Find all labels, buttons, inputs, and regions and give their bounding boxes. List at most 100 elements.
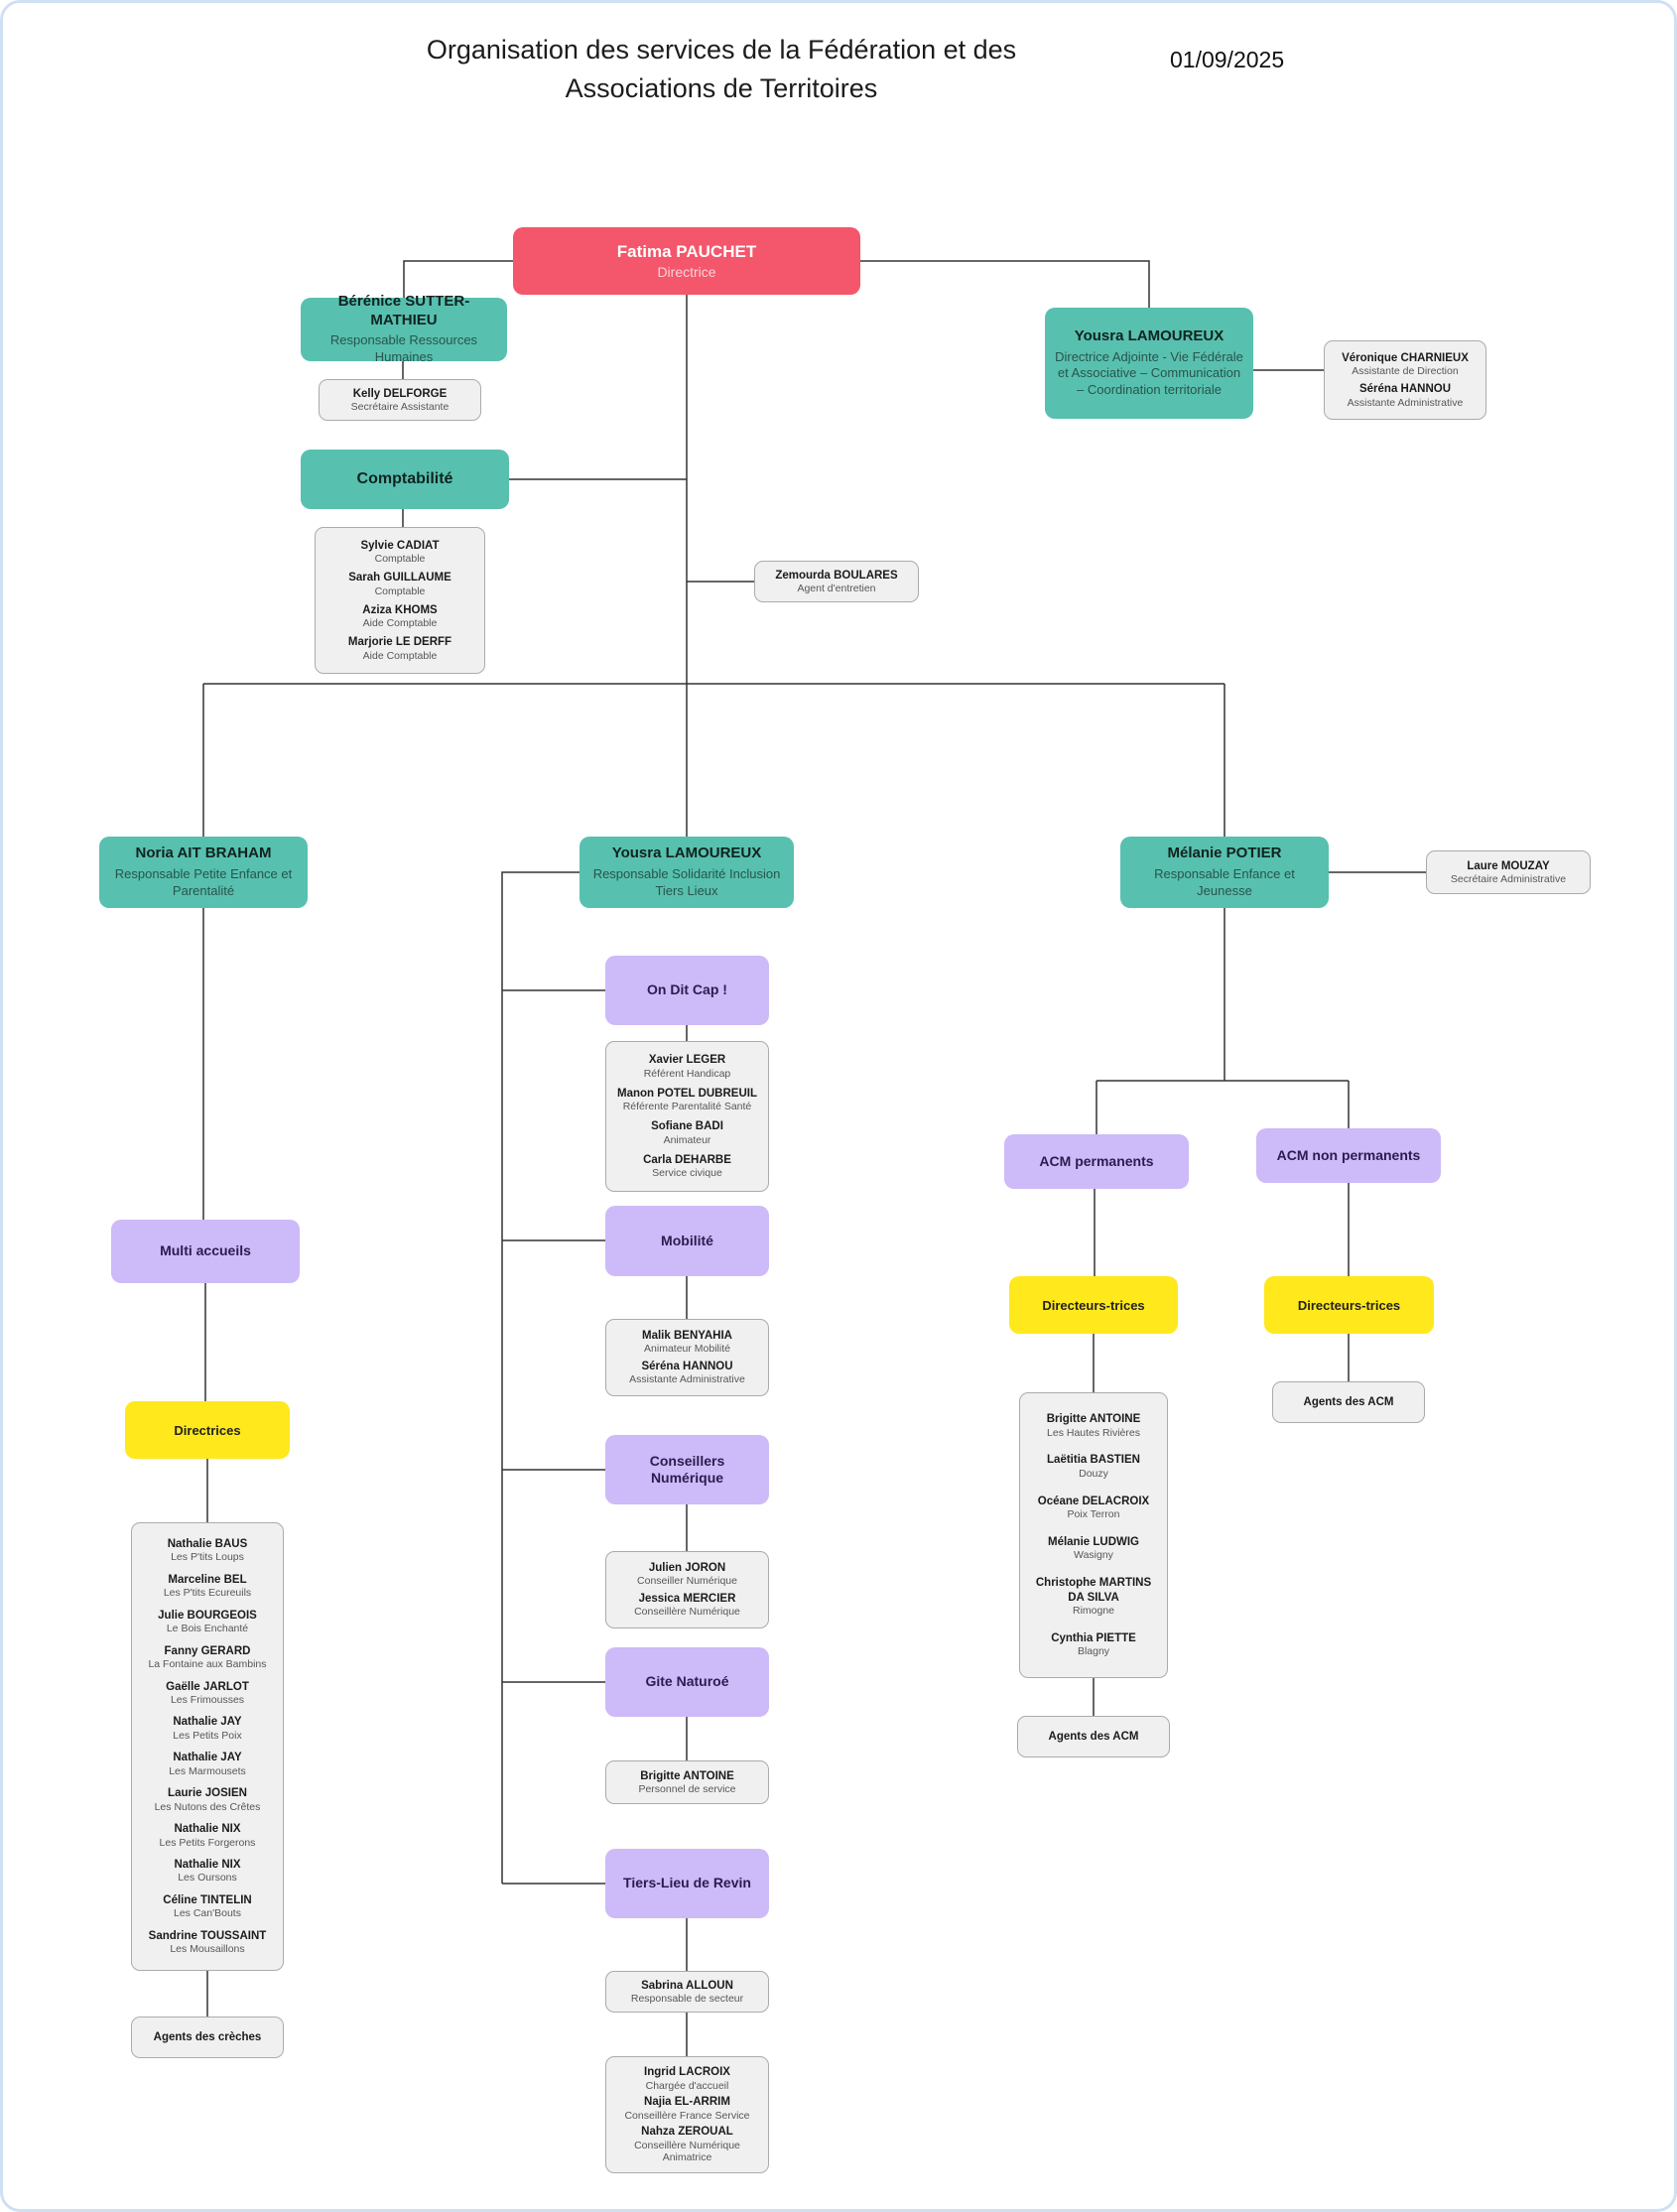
staff-member: Carla DEHARBE Service civique (643, 1152, 731, 1181)
staff-name: Malik BENYAHIA (642, 1330, 732, 1343)
staff-name: Christophe MARTINS DA SILVA (1035, 1577, 1152, 1604)
staff-role: Aide Comptable (362, 649, 438, 662)
staff-role: Blagny (1077, 1645, 1110, 1658)
person-name: Bérénice SUTTER-MATHIEU (337, 292, 470, 328)
role-label: Agents des ACM (1048, 1730, 1139, 1743)
staff-member: Julie BOURGEOIS Le Bois Enchanté (158, 1608, 257, 1636)
staff-role: Animateur (663, 1133, 711, 1146)
staff-member: Sylvie CADIAT Comptable (360, 538, 439, 567)
org-node-solidarite: Yousra LAMOUREUX Responsable Solidarité … (580, 837, 794, 908)
service-gite-naturoe: Gite Naturoé (605, 1647, 769, 1717)
role-label: Directeurs-trices (1042, 1297, 1145, 1313)
person-role: Responsable Enfance et Jeunesse (1154, 865, 1295, 898)
staff-role: Les Can'Bouts (174, 1907, 241, 1920)
staff-name: Nathalie BAUS (167, 1537, 248, 1550)
service-label: Conseillers Numérique (649, 1452, 725, 1487)
staff-member: Gaëlle JARLOT Les Frimousses (166, 1679, 249, 1708)
staff-role: Rimogne (1072, 1604, 1115, 1617)
role-label: Directeurs-trices (1297, 1297, 1401, 1313)
staff-role: Comptable (374, 585, 426, 597)
staff-role: La Fontaine aux Bambins (148, 1658, 267, 1671)
staff-name: Mélanie LUDWIG (1047, 1535, 1139, 1548)
staff-name: Marjorie LE DERFF (347, 636, 452, 649)
staff-name: Séréna HANNOU (641, 1361, 733, 1372)
staff-name: Laurie JOSIEN (168, 1787, 247, 1800)
staff-name: Xavier LEGER (648, 1054, 726, 1067)
org-node-rh: Bérénice SUTTER-MATHIEU Responsable Ress… (301, 293, 507, 364)
staff-role: Assistante de Direction (1352, 365, 1459, 378)
staff-role: Les Hautes Rivières (1047, 1426, 1140, 1439)
staff-role: Secrétaire Assistante (350, 400, 450, 413)
staff-member: Sandrine TOUSSAINT Les Mousaillons (149, 1928, 267, 1957)
role-directrices: Directrices (125, 1401, 290, 1459)
role-agents-acm-non-permanents: Agents des ACM (1272, 1381, 1425, 1423)
staff-member: Najia EL-ARRIM Conseillère France Servic… (624, 2094, 749, 2123)
role-directeurs-non-permanents: Directeurs-trices (1264, 1276, 1434, 1334)
staff-name: Céline TINTELIN (163, 1894, 252, 1906)
staff-list-direction: Véronique CHARNIEUX Assistante de Direct… (1324, 340, 1486, 420)
staff-member: Nathalie NIX Les Oursons (174, 1857, 240, 1886)
staff-role: Aide Comptable (362, 617, 438, 630)
staff-name: Manon POTEL DUBREUIL (617, 1087, 757, 1100)
staff-role: Les Petits Forgerons (159, 1836, 256, 1849)
staff-name: Nathalie NIX (174, 1859, 241, 1872)
staff-member: Jessica MERCIER Conseillère Numérique (634, 1591, 740, 1620)
service-on-dit-cap: On Dit Cap ! (605, 956, 769, 1025)
staff-member: Christophe MARTINS DA SILVA Rimogne (1028, 1575, 1159, 1618)
page-date: 01/09/2025 (1170, 47, 1285, 72)
staff-member: Xavier LEGER Référent Handicap (644, 1052, 731, 1081)
service-label: On Dit Cap ! (647, 981, 727, 998)
staff-name: Fanny GERARD (164, 1644, 251, 1657)
service-conseillers-numerique: Conseillers Numérique (605, 1435, 769, 1504)
role-agents-creches: Agents des crèches (131, 2017, 284, 2058)
staff-role: Les Petits Poix (173, 1729, 242, 1742)
org-node-enfance-jeunesse: Mélanie POTIER Responsable Enfance et Je… (1120, 837, 1329, 908)
staff-list-comptabilite: Sylvie CADIAT Comptable Sarah GUILLAUME … (315, 527, 485, 674)
staff-name: Kelly DELFORGE (352, 387, 448, 400)
staff-member: Céline TINTELIN Les Can'Bouts (163, 1892, 251, 1921)
staff-name: Sylvie CADIAT (360, 539, 440, 552)
service-mobilite: Mobilité (605, 1206, 769, 1276)
page-title: Organisation des services de la Fédérati… (426, 35, 1017, 104)
staff-member: Brigitte ANTOINE Les Hautes Rivières (1047, 1411, 1141, 1440)
staff-name: Brigitte ANTOINE (640, 1769, 734, 1782)
staff-name: Laëtitia BASTIEN (1047, 1454, 1140, 1467)
staff-list-conseillers-numerique: Julien JORON Conseiller Numérique Jessic… (605, 1551, 769, 1628)
staff-role: Les Marmousets (169, 1764, 246, 1777)
role-label: Directrices (174, 1422, 241, 1438)
org-node-comptabilite: Comptabilité (301, 450, 509, 509)
staff-list-acm-directeurs: Brigitte ANTOINE Les Hautes Rivières Laë… (1019, 1392, 1168, 1678)
staff-member: Malik BENYAHIA Animateur Mobilité (642, 1328, 732, 1357)
staff-member: Marjorie LE DERFF Aide Comptable (348, 634, 452, 663)
staff-list-on-dit-cap: Xavier LEGER Référent Handicap Manon POT… (605, 1041, 769, 1192)
staff-member: Brigitte ANTOINE Personnel de service (638, 1768, 735, 1797)
staff-member: Laëtitia BASTIEN Douzy (1047, 1452, 1140, 1481)
staff-sabrina-alloun: Sabrina ALLOUN Responsable de secteur (605, 1971, 769, 2013)
staff-name: Nahza ZEROUAL (641, 2126, 733, 2139)
staff-role: Douzy (1079, 1467, 1108, 1480)
role-label: Agents des crèches (153, 2030, 262, 2043)
staff-role: Agent d'entretien (797, 582, 876, 594)
person-name: Yousra LAMOUREUX (611, 845, 762, 862)
staff-name: Najia EL-ARRIM (644, 2096, 730, 2109)
person-name: Mélanie POTIER (1167, 845, 1282, 862)
staff-role: Wasigny (1074, 1549, 1113, 1562)
person-name: Yousra LAMOUREUX (1074, 326, 1225, 344)
staff-member: Mélanie LUDWIG Wasigny (1048, 1534, 1139, 1563)
service-label: Mobilité (661, 1232, 713, 1248)
connector-lines (202, 260, 1426, 2056)
staff-member: Aziza KHOMS Aide Comptable (362, 602, 437, 631)
staff-list-mobilite: Malik BENYAHIA Animateur Mobilité Séréna… (605, 1319, 769, 1396)
staff-name: Sabrina ALLOUN (641, 1979, 733, 1992)
staff-name: Jessica MERCIER (638, 1593, 736, 1605)
staff-name: Séréna HANNOU (1358, 383, 1452, 396)
person-role: Responsable Solidarité Inclusion Tiers L… (592, 865, 781, 898)
staff-name: Sandrine TOUSSAINT (148, 1929, 267, 1942)
person-name: Fatima PAUCHET (616, 242, 757, 261)
staff-role: Secrétaire Administrative (1450, 872, 1567, 885)
staff-name: Laure MOUZAY (1467, 859, 1550, 872)
org-node-directrice-adjointe: Yousra LAMOUREUX Directrice Adjointe - V… (1045, 308, 1253, 419)
staff-zemourda-boulares: Zemourda BOULARES Agent d'entretien (754, 561, 919, 602)
service-label: Tiers-Lieu de Revin (623, 1875, 751, 1891)
